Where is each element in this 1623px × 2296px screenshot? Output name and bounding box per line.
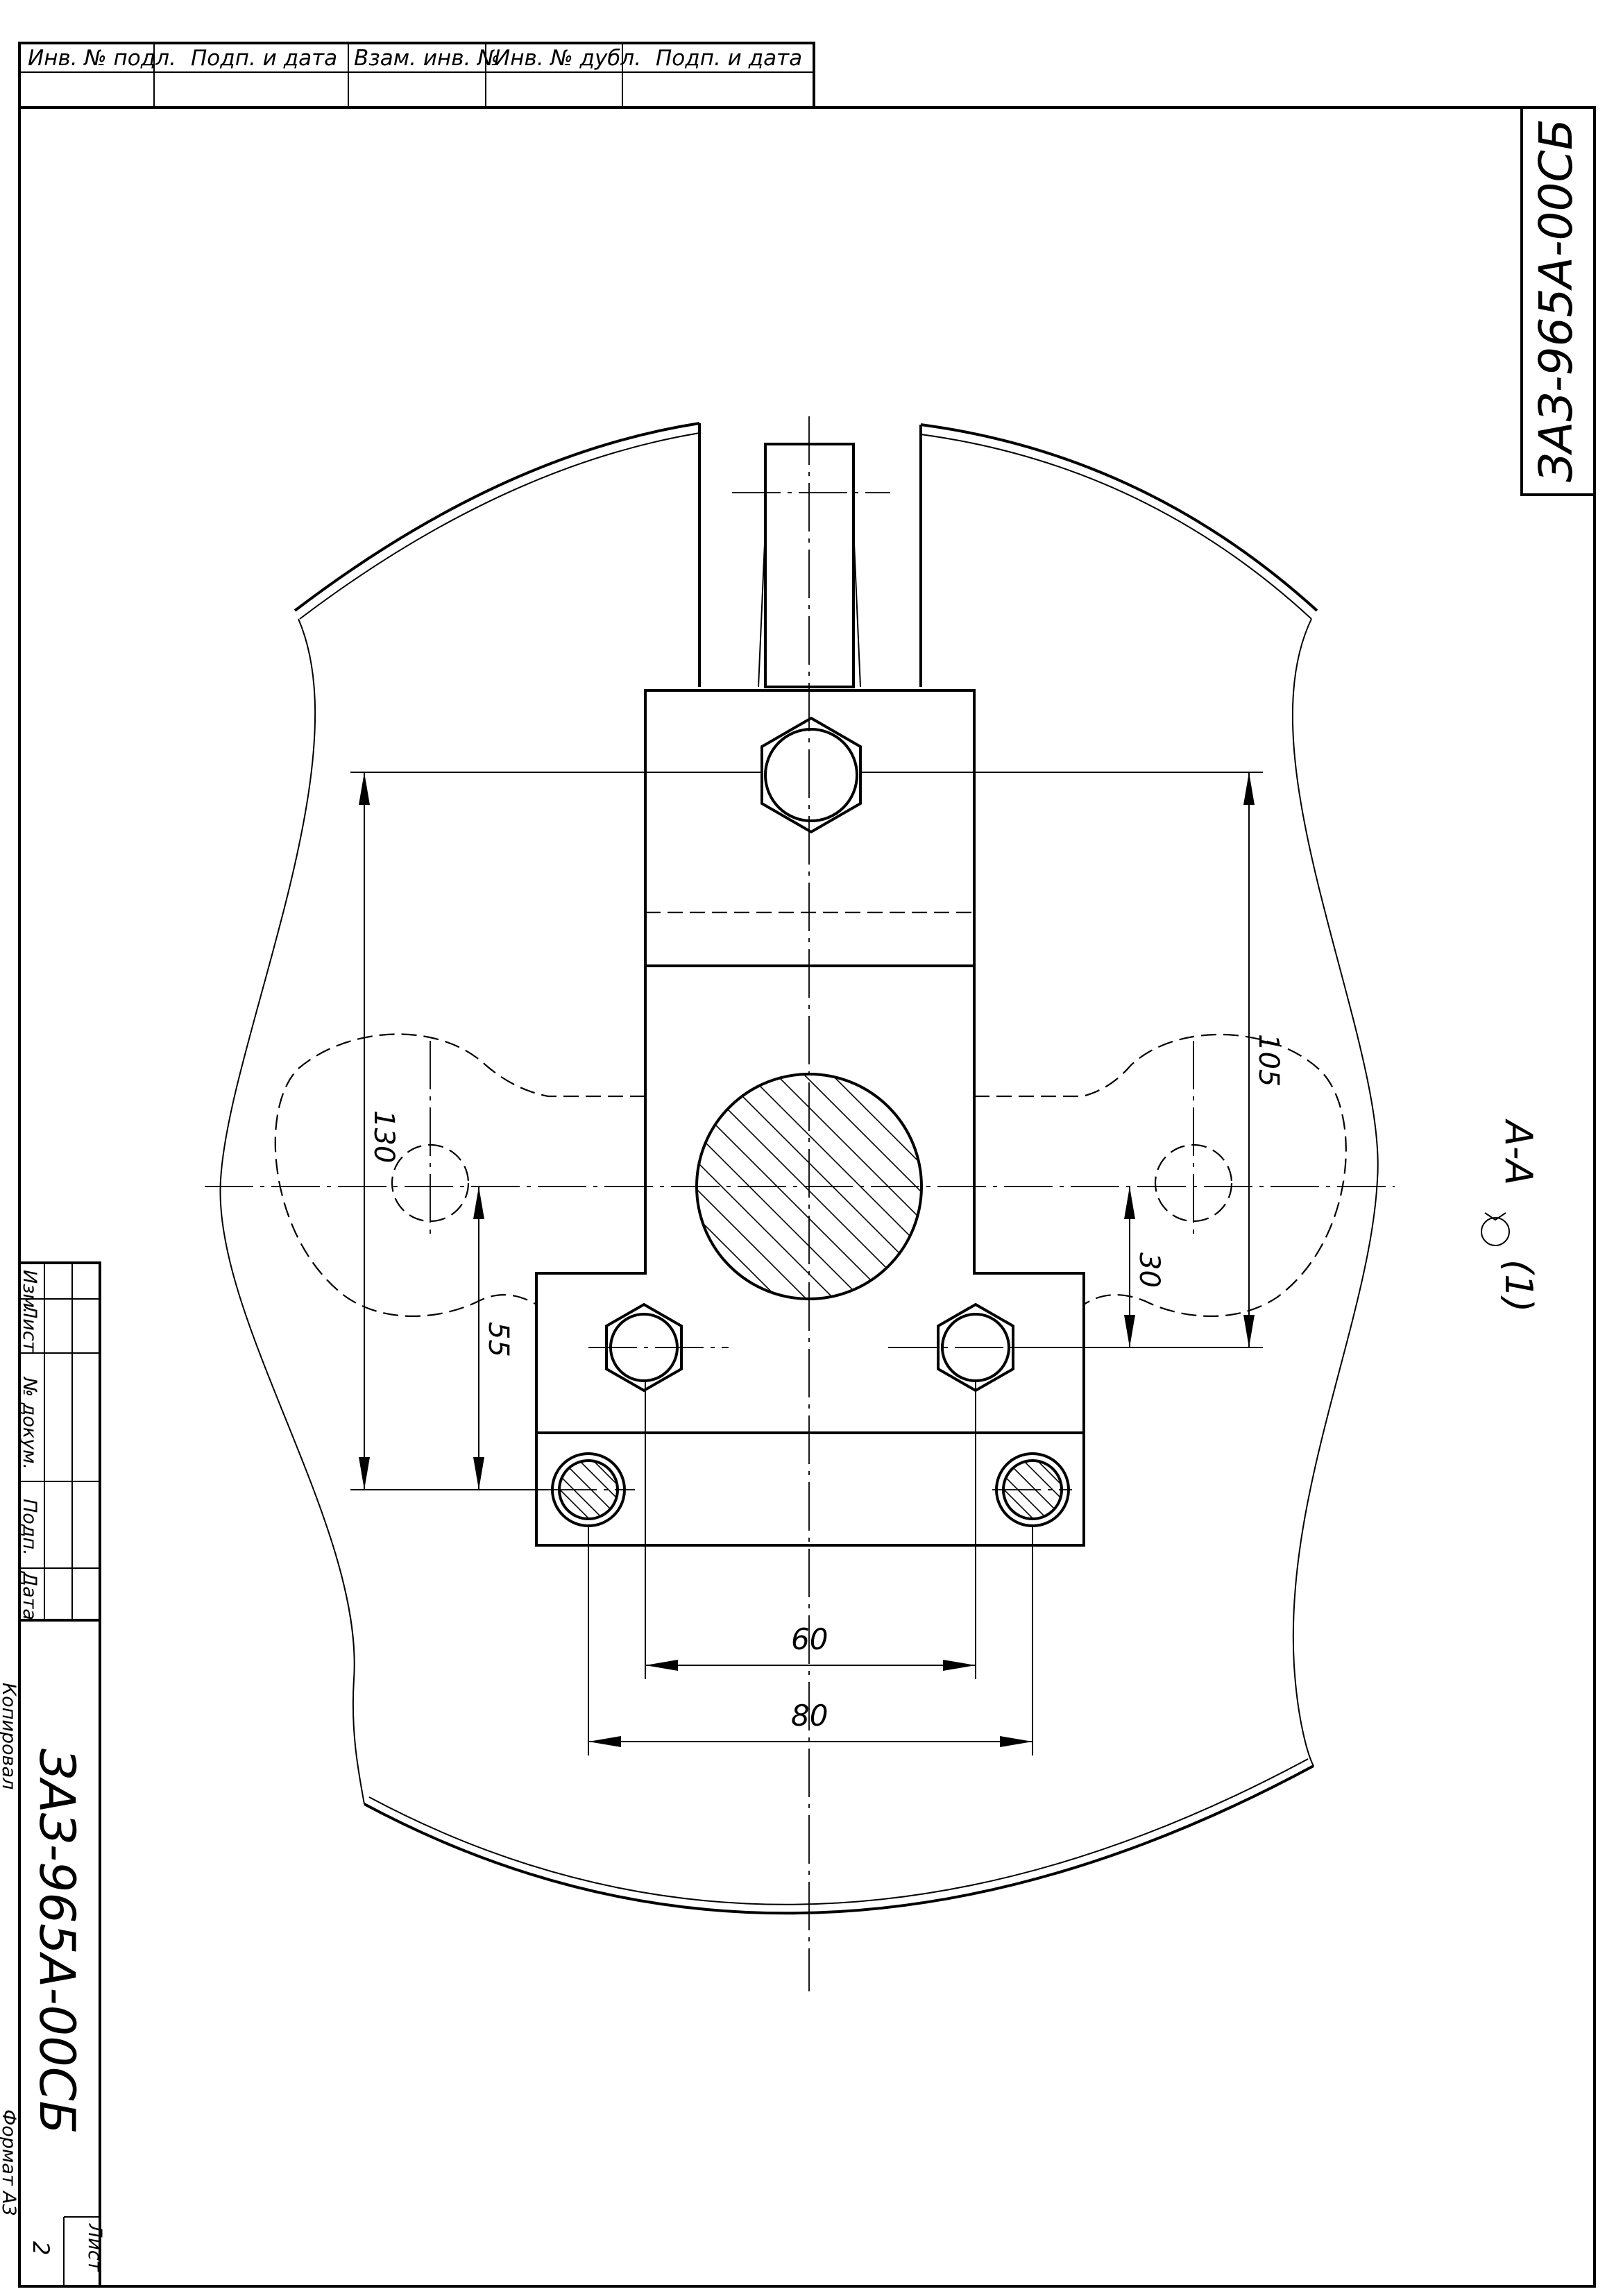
stamp-data: Дата	[19, 1571, 40, 1620]
sheet-frame	[18, 106, 1596, 2288]
section-drawing: 130 55 105 30	[205, 416, 1540, 1991]
left-revision-stamp: Изм. Лист № докум. Подп. Дата	[18, 1261, 101, 1622]
dimension-60: 60	[645, 1381, 976, 1679]
right-break-line	[1291, 618, 1379, 1767]
section-label-group: А-А (1)	[1481, 1119, 1540, 1313]
stamp-izm: Изм.	[19, 1270, 40, 1314]
dimension-30: 30	[1124, 1187, 1165, 1347]
pin-left	[551, 1452, 626, 1527]
dimension-105: 105	[860, 772, 1284, 1348]
disc-top-arc-outer	[294, 422, 700, 612]
stamp-n-dokum: № докум.	[19, 1376, 40, 1470]
disc-top-arc-right	[920, 423, 1318, 612]
left-break-line	[219, 618, 365, 1805]
rotated-view-icon	[1481, 1212, 1510, 1246]
dimension-55: 55	[473, 1187, 514, 1490]
title-block: ЗАЗ-965А-00СБ Лист 2 Копировал Формат А3	[0, 1619, 105, 2288]
hex-bolt-top	[760, 716, 862, 834]
bracket-body	[535, 689, 1085, 1547]
sheet-number: 2	[28, 2241, 54, 2255]
copied-label: Копировал	[0, 1683, 19, 1789]
dim-80-label: 80	[791, 1699, 828, 1733]
section-rotation-note: (1)	[1497, 1259, 1540, 1313]
shaft-section	[695, 1073, 923, 1300]
disc-bottom-arc	[364, 1764, 1314, 1915]
hidden-lever-right	[974, 1033, 1347, 1317]
hidden-lever-left	[274, 1033, 645, 1317]
dim-30-label: 30	[1133, 1252, 1165, 1288]
stamp-vzam-inv: Взам. инв. №	[354, 46, 500, 71]
stamp-list: Лист	[19, 1304, 40, 1353]
stamp-inv-dubl: Инв. № дубл.	[494, 46, 641, 71]
designation-top-right: ЗАЗ-965А-00СБ	[1529, 119, 1583, 482]
pin-right	[995, 1452, 1070, 1527]
section-label: А-А	[1497, 1119, 1540, 1185]
top-stamp-table: Инв. № подл. Подп. и дата Взам. инв. № И…	[18, 42, 815, 109]
format-label: Формат А3	[0, 2109, 19, 2216]
designation-box-top-right: ЗАЗ-965А-00СБ	[1520, 106, 1596, 496]
upper-stub	[764, 443, 855, 688]
dim-60-label: 60	[791, 1622, 828, 1656]
stamp-inv-podl: Инв. № подл.	[28, 46, 176, 71]
title-block-designation: ЗАЗ-965А-00СБ	[28, 1749, 85, 2134]
sheet-label: Лист	[84, 2223, 105, 2272]
dimension-80: 80	[588, 1527, 1033, 1755]
stamp-podp-data-1: Подп. и дата	[191, 46, 337, 71]
stamp-podp-data-2: Подп. и дата	[656, 46, 802, 71]
dim-105-label: 105	[1252, 1034, 1284, 1087]
stamp-podp: Подп.	[19, 1499, 40, 1556]
dim-130-label: 130	[368, 1110, 400, 1163]
dim-55-label: 55	[482, 1322, 514, 1357]
dimension-130: 130	[350, 772, 762, 1490]
